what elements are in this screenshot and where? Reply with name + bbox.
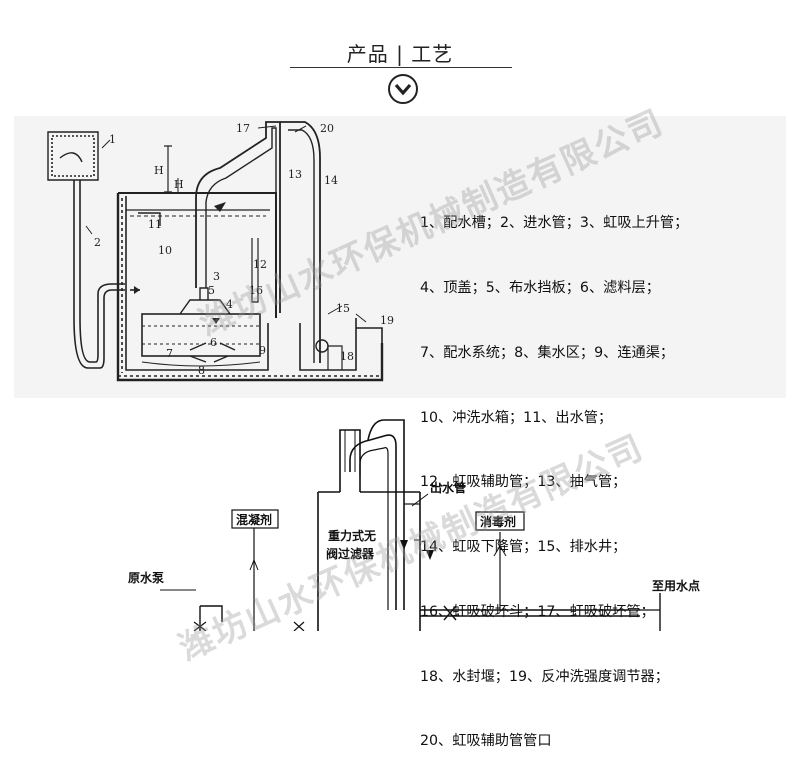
label-6: 6 <box>210 336 217 349</box>
legend-line: 18、水封堰；19、反冲洗强度调节器； <box>420 668 669 685</box>
page-title: 产品 | 工艺 <box>346 42 454 66</box>
siphon-downcomer <box>280 121 321 363</box>
distribution-trough <box>47 131 99 181</box>
label-disinfectant: 消毒剂 <box>480 514 516 529</box>
legend-line: 1、配水槽；2、进水管；3、虹吸上升管； <box>420 215 689 232</box>
filter-media-layer <box>141 313 261 357</box>
label-20: 20 <box>320 122 334 135</box>
component-legend: 1、配水槽；2、进水管；3、虹吸上升管； 4、顶盖；5、布水挡板；6、滤料层； … <box>420 170 688 775</box>
label-15: 15 <box>336 302 350 315</box>
label-h-lower: H <box>174 178 184 191</box>
label-5: 5 <box>208 284 215 297</box>
label-3: 3 <box>213 270 220 283</box>
legend-line: 10、冲洗水箱；11、出水管； <box>420 409 613 426</box>
label-11: 11 <box>148 218 162 231</box>
label-7: 7 <box>166 347 173 360</box>
label-17: 17 <box>236 122 250 135</box>
label-14: 14 <box>324 174 338 187</box>
legend-line: 7、配水系统；8、集水区；9、连通渠； <box>420 344 675 361</box>
label-13: 13 <box>288 168 302 181</box>
label-18: 18 <box>340 350 354 363</box>
label-2: 2 <box>94 236 101 249</box>
title-underline <box>290 67 512 68</box>
label-filter-line1: 重力式无 <box>328 528 376 543</box>
label-8: 8 <box>198 364 205 377</box>
chevron-down-circle-icon[interactable] <box>387 73 419 105</box>
process-flow-diagram: 混凝剂 消毒剂 出水管 重力式无 阀过滤器 原水泵 至用水点 <box>128 419 700 631</box>
label-1: 1 <box>109 133 116 146</box>
siphon-riser <box>195 121 281 313</box>
legend-line: 14、虹吸下降管；15、排水井； <box>420 539 627 556</box>
label-9: 9 <box>259 344 266 357</box>
label-4: 4 <box>226 298 233 311</box>
legend-line: 4、顶盖；5、布水挡板；6、滤料层； <box>420 279 660 296</box>
siphon-filter-diagram: 1 2 3 4 5 6 7 8 9 10 11 12 13 14 15 16 1… <box>47 121 394 382</box>
label-outlet-pipe: 出水管 <box>430 480 466 495</box>
inlet-pipe <box>73 180 125 369</box>
gravity-filter <box>317 491 421 631</box>
label-filter-line2: 阀过滤器 <box>326 546 375 561</box>
label-16: 16 <box>249 284 263 297</box>
label-raw-pump: 原水泵 <box>128 570 164 585</box>
legend-line: 20、虹吸辅助管管口 <box>420 733 552 750</box>
label-19: 19 <box>380 314 394 327</box>
label-12: 12 <box>253 258 267 271</box>
label-coagulant: 混凝剂 <box>236 512 272 527</box>
label-h-upper: H <box>154 164 164 177</box>
label-10: 10 <box>158 244 172 257</box>
label-use-point: 至用水点 <box>652 578 700 593</box>
legend-line: 12、虹吸辅助管；13、抽气管； <box>420 474 627 491</box>
